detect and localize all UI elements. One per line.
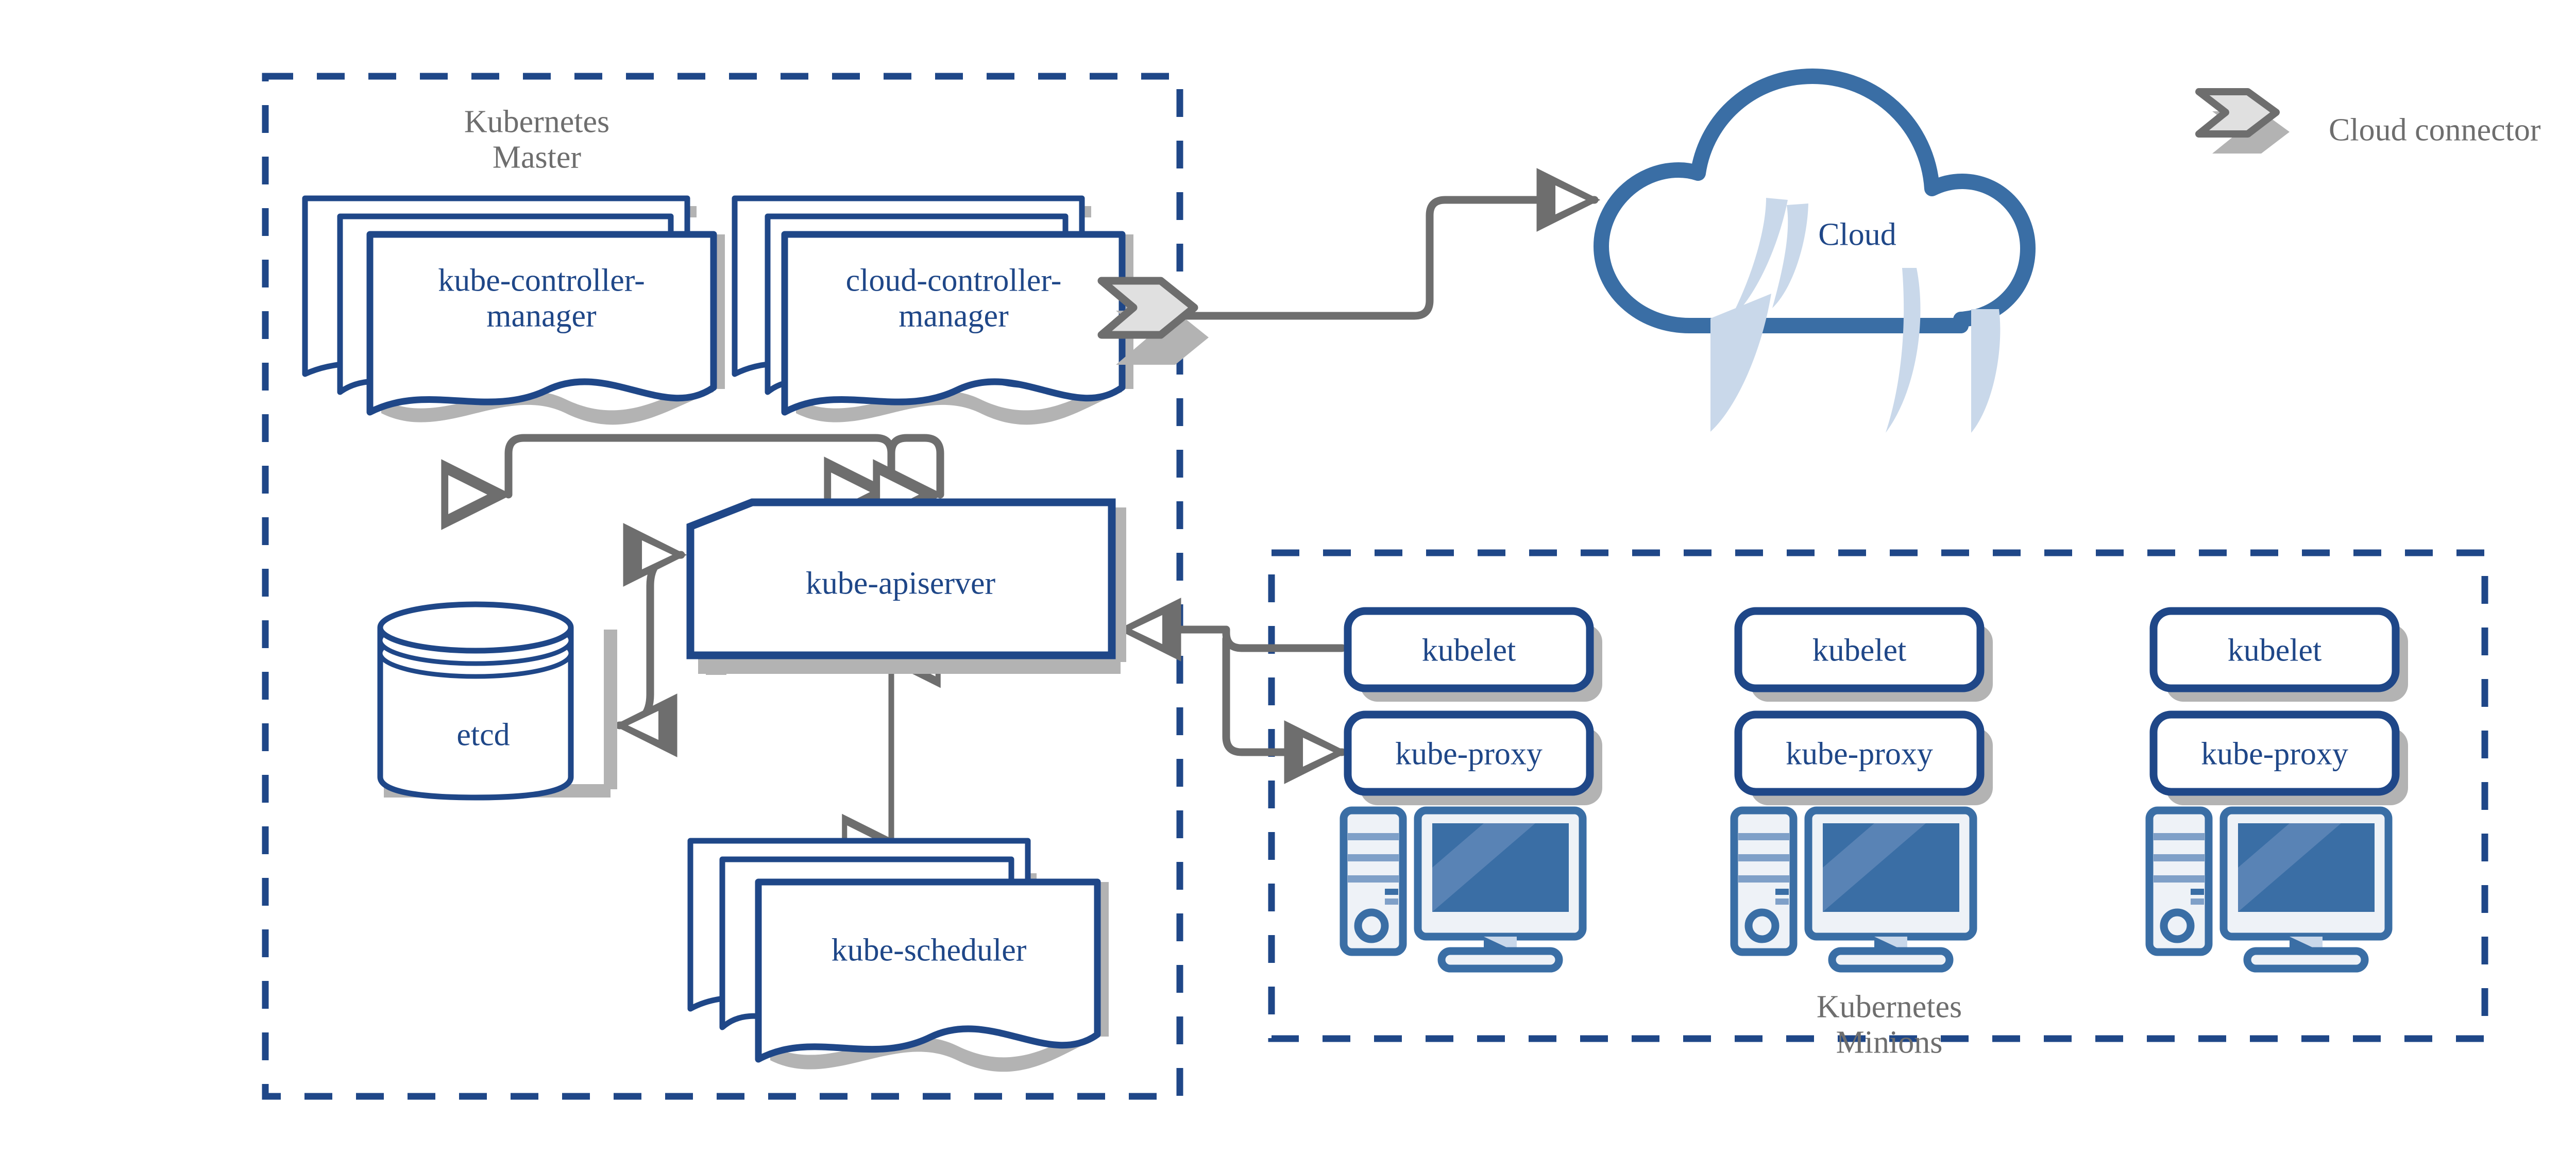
minion-2-desktop-computer-icon	[1730, 806, 1977, 973]
node-cloud[interactable]	[1594, 69, 2036, 433]
chevron-connector-icon-cloudcm	[1097, 277, 1209, 365]
legend-chevron-connector-icon	[2195, 88, 2290, 154]
minion-2-kubeproxy-box[interactable]	[1734, 710, 1993, 805]
minion-node-3	[2145, 607, 2408, 973]
minions-dashed-border	[1268, 549, 2488, 1042]
minion-node-2	[1730, 607, 1993, 973]
master-dashed-border	[262, 73, 1183, 1100]
node-kube-apiserver[interactable]	[686, 498, 1126, 675]
minion-node-1	[1340, 607, 1602, 973]
group-kubernetes-minions	[1268, 549, 2488, 1042]
minion-1-kubelet-box[interactable]	[1344, 607, 1602, 702]
node-cloud-controller-manager[interactable]	[732, 195, 1133, 425]
edge-cloudcm-to-cloud	[1176, 168, 1601, 320]
edge-apiserver-to-minions	[1117, 598, 1348, 784]
minion-3-kubeproxy-box[interactable]	[2149, 710, 2408, 805]
edge-kubecm-to-apiserver	[441, 434, 895, 530]
minion-1-kubeproxy-box[interactable]	[1344, 710, 1602, 805]
group-kubernetes-master	[262, 73, 1183, 1100]
minion-3-desktop-computer-icon	[2145, 806, 2393, 973]
node-kube-controller-manager[interactable]	[302, 195, 725, 425]
edge-apiserver-to-etcd	[613, 523, 687, 757]
edge-cloudcm-to-apiserver	[873, 434, 944, 530]
minion-2-kubelet-box[interactable]	[1734, 607, 1993, 702]
minion-1-desktop-computer-icon	[1340, 806, 1587, 973]
minion-3-kubelet-box[interactable]	[2149, 607, 2408, 702]
node-kube-scheduler[interactable]	[687, 838, 1109, 1072]
node-etcd[interactable]	[377, 601, 617, 801]
